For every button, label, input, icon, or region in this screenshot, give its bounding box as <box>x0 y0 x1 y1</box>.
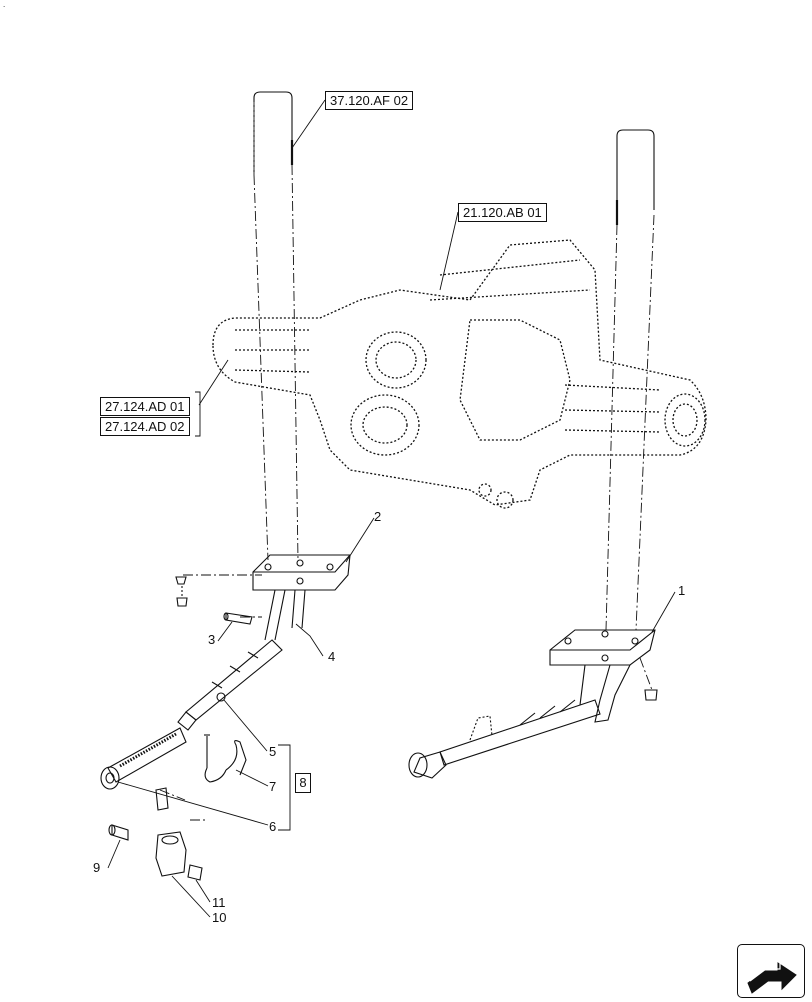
fastener-right <box>644 689 658 701</box>
callout-4: 4 <box>328 649 336 664</box>
lynch-pin-part-7 <box>204 734 247 783</box>
stabiliser-rod-right <box>408 699 601 779</box>
callout-10: 10 <box>212 910 227 925</box>
arrow-navigation-icon-graphic <box>747 961 797 994</box>
ref-27-124-ad-02[interactable]: 27.124.AD 02 <box>100 417 190 436</box>
callout-3: 3 <box>208 632 216 647</box>
reference-leaders <box>195 99 459 437</box>
callout-9: 9 <box>93 860 101 875</box>
bracket-plate-left <box>252 554 351 641</box>
clevis-assembly <box>108 787 203 881</box>
fasteners-left <box>175 576 188 607</box>
ref-27-124-ad-01[interactable]: 27.124.AD 01 <box>100 397 190 416</box>
stabiliser-rod-left <box>100 639 283 790</box>
ref-21-120-ab-01[interactable]: 21.120.AB 01 <box>458 203 547 222</box>
u-bolt-right <box>615 129 655 225</box>
callout-7: 7 <box>269 779 277 794</box>
callout-2: 2 <box>374 509 382 524</box>
callout-5: 5 <box>269 744 277 759</box>
kit-label-8[interactable]: 8 <box>295 773 311 793</box>
u-bolt-left <box>253 91 294 175</box>
corner-mark: . <box>3 0 6 9</box>
callout-11: 11 <box>212 895 226 910</box>
callout-6: 6 <box>269 819 277 834</box>
bracket-plate-right <box>549 629 656 723</box>
arrow-navigation-icon[interactable] <box>737 944 805 998</box>
axle-housing <box>212 239 707 509</box>
callout-leaders <box>107 517 676 918</box>
callout-1: 1 <box>678 583 686 598</box>
alignment-lines <box>159 164 655 821</box>
pin-part-3 <box>223 612 253 625</box>
ref-37-120-af-02[interactable]: 37.120.AF 02 <box>325 91 414 110</box>
